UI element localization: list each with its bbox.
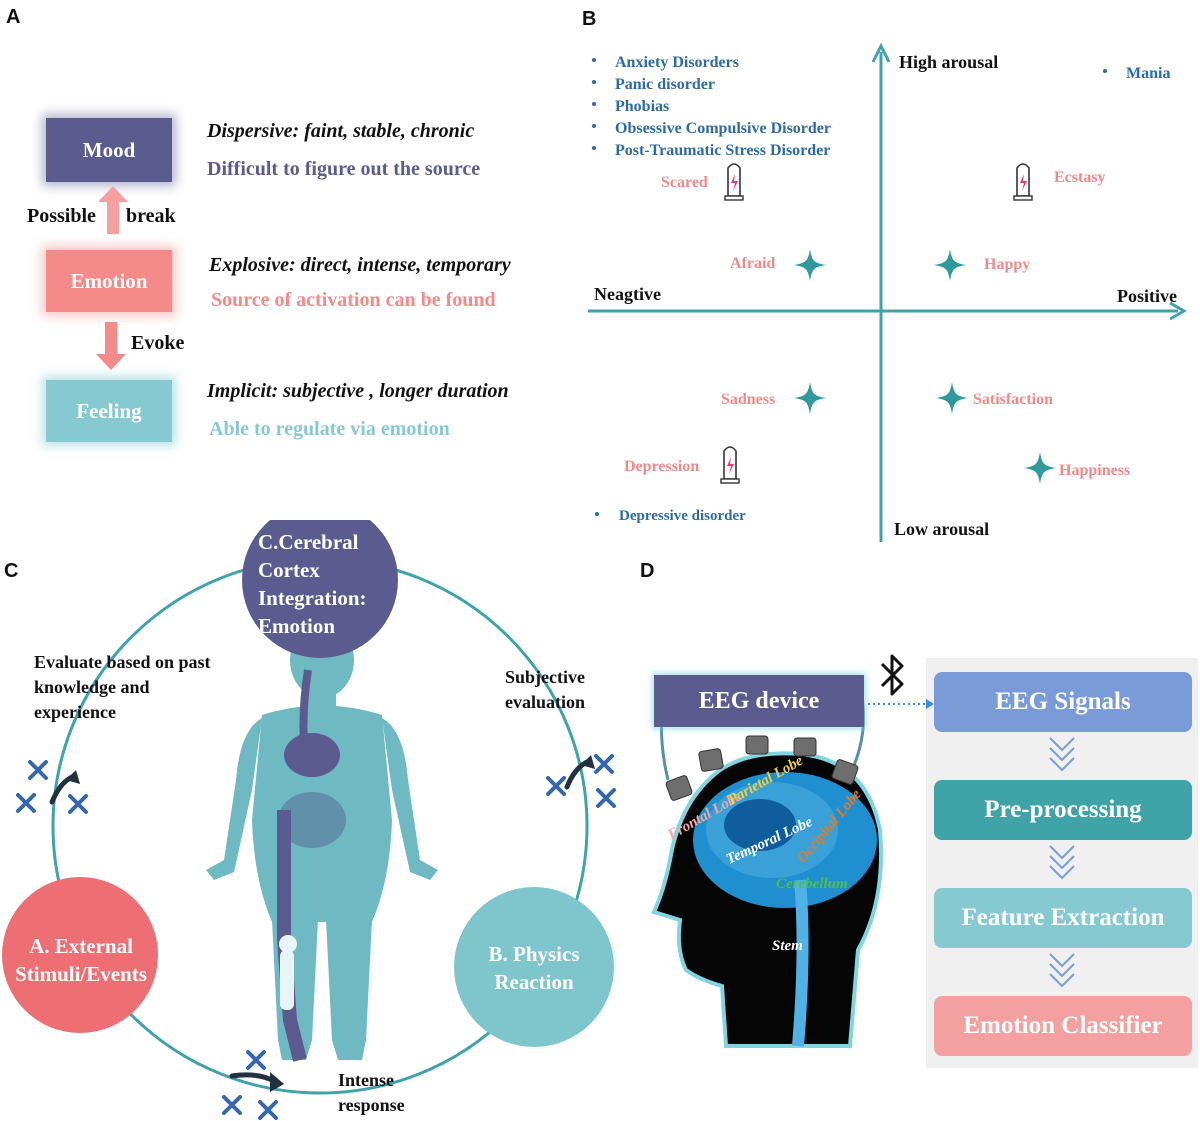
chevron-down-icon bbox=[1049, 845, 1075, 880]
disorder-item: Panic disorder bbox=[615, 76, 715, 93]
axis-high-arousal: High arousal bbox=[899, 52, 998, 72]
cross-icon bbox=[68, 794, 88, 814]
emotion-desc: Explosive: direct, intense, temporary bbox=[209, 254, 511, 276]
disorder-item: Phobias bbox=[615, 98, 669, 115]
pipeline-step-eeg-signals: EEG Signals bbox=[934, 672, 1192, 732]
dotted-arrow bbox=[868, 699, 934, 709]
chevron-down-icon bbox=[1049, 953, 1075, 988]
external-node bbox=[2, 877, 158, 1033]
pipeline-step-emotion-classifier: Emotion Classifier bbox=[934, 996, 1192, 1056]
disorder-item: Post-Traumatic Stress Disorder bbox=[615, 142, 830, 159]
star-icon bbox=[794, 382, 826, 414]
disorder-depressive: Depressive disorder bbox=[619, 508, 746, 524]
panel-b-quadrant: High arousal Low arousal Neagtive Positi… bbox=[588, 42, 1188, 542]
emotion-box: Emotion bbox=[46, 250, 172, 312]
test-tube-icon bbox=[720, 446, 740, 484]
disorder-mania: Mania bbox=[1126, 65, 1170, 82]
cortex-node bbox=[242, 520, 398, 658]
electrode-icon bbox=[665, 735, 859, 801]
emotion-happy: Happy bbox=[984, 256, 1030, 273]
lobe-cerebellum: Cerebellum bbox=[776, 876, 848, 892]
cross-icon bbox=[258, 1100, 278, 1120]
human-body-figure bbox=[206, 622, 438, 1062]
mood-desc: Dispersive: faint, stable, chronic bbox=[207, 120, 475, 142]
feeling-regulate: Able to regulate via emotion bbox=[209, 418, 450, 440]
star-icon bbox=[936, 382, 968, 414]
pipeline-step-preprocessing: Pre-processing bbox=[934, 780, 1192, 840]
emotion-afraid: Afraid bbox=[730, 255, 775, 272]
cross-icon bbox=[546, 776, 566, 796]
evoke-label: Evoke bbox=[131, 332, 185, 354]
axis-positive: Positive bbox=[1117, 286, 1177, 306]
panel-label-b: B bbox=[582, 8, 597, 30]
disorder-list: Anxiety Disorders Panic disorder Phobias… bbox=[592, 54, 831, 159]
cross-icon bbox=[16, 793, 36, 813]
panel-label-a: A bbox=[6, 6, 21, 28]
feeling-box: Feeling bbox=[46, 380, 172, 442]
panel-label-d: D bbox=[640, 560, 655, 582]
lobe-stem: Stem bbox=[772, 938, 803, 954]
physics-node bbox=[454, 887, 614, 1047]
evaluate-text: Evaluate based on past knowledge and exp… bbox=[34, 652, 211, 722]
chevron-down-icon bbox=[1049, 737, 1075, 772]
intense-text: Intense response bbox=[338, 1070, 405, 1115]
subjective-text: Subjective evaluation bbox=[505, 667, 586, 712]
pipeline-step-feature-extraction: Feature Extraction bbox=[934, 888, 1192, 948]
external-label: A. External Stimuli/Events bbox=[15, 934, 147, 986]
disorder-item: Anxiety Disorders bbox=[615, 54, 739, 71]
mood-box: Mood bbox=[46, 118, 172, 182]
mood-source: Difficult to figure out the source bbox=[207, 158, 481, 180]
star-icon bbox=[794, 249, 826, 281]
eeg-head-figure: Frontal Lobe Parietal Lobe Temporal Lobe… bbox=[651, 685, 884, 1048]
star-icon bbox=[934, 249, 966, 281]
physics-label: B. Physics Reaction bbox=[488, 942, 580, 994]
panel-label-c: C bbox=[4, 560, 19, 582]
cross-icon bbox=[28, 760, 48, 780]
cross-icon bbox=[596, 788, 616, 808]
emotion-depression: Depression bbox=[624, 458, 699, 475]
axis-low-arousal: Low arousal bbox=[894, 519, 989, 539]
star-icon bbox=[1024, 452, 1056, 484]
eeg-device-box: EEG device bbox=[654, 675, 864, 727]
cross-icon bbox=[222, 1095, 242, 1115]
test-tube-icon bbox=[1013, 163, 1033, 201]
bluetooth-icon bbox=[880, 654, 904, 696]
emotion-satisfaction: Satisfaction bbox=[973, 391, 1053, 408]
brain-stem bbox=[792, 879, 809, 1047]
panel-c-cycle bbox=[2, 520, 616, 1120]
down-arrow-icon bbox=[96, 322, 126, 370]
emotion-ecstasy: Ecstasy bbox=[1054, 169, 1106, 186]
disorder-item: Obsessive Compulsive Disorder bbox=[615, 120, 831, 137]
up-arrow-icon bbox=[98, 186, 128, 234]
feeling-desc: Implicit: subjective , longer duration bbox=[207, 380, 509, 402]
emotion-source: Source of activation can be found bbox=[211, 289, 496, 311]
possible-label: Possible bbox=[27, 205, 96, 227]
emotion-sadness: Sadness bbox=[721, 391, 775, 408]
axis-negative: Neagtive bbox=[594, 284, 661, 304]
cortex-label: C.Cerebral Cortex Integration: Emotion bbox=[258, 530, 367, 638]
cross-icon bbox=[594, 754, 614, 774]
cross-icon bbox=[246, 1050, 266, 1070]
emotion-scared: Scared bbox=[661, 174, 708, 191]
test-tube-icon bbox=[724, 163, 744, 201]
emotion-happiness: Happiness bbox=[1059, 462, 1130, 479]
break-label: break bbox=[126, 205, 176, 227]
